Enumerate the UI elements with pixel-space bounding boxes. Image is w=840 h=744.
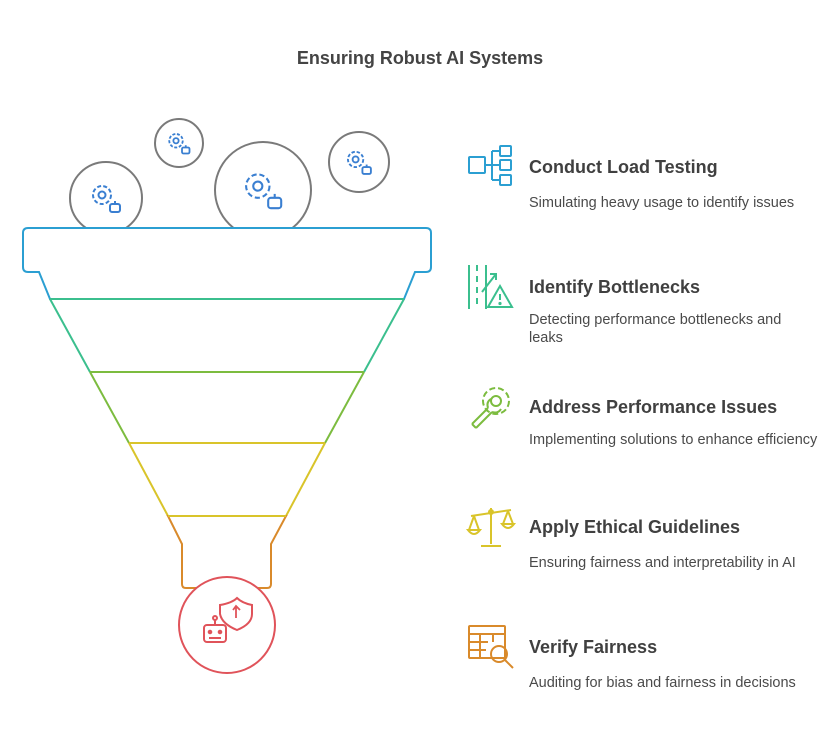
bubble-large: [214, 141, 312, 239]
step-desc-fairness: Auditing for bias and fairness in decisi…: [529, 675, 796, 691]
road-warning-icon: [468, 265, 514, 309]
gear-robot-icon: [245, 173, 283, 210]
gear-robot-icon: [168, 133, 191, 155]
step-title-bottlenecks: Identify Bottlenecks: [529, 277, 701, 297]
step-title-fairness: Verify Fairness: [529, 637, 658, 657]
output-circle: [178, 576, 276, 674]
step-desc-ethical: Ensuring fairness and interpretability i…: [529, 555, 796, 571]
step-title-ethical: Apply Ethical Guidelines: [529, 517, 741, 537]
funnel-rim: [22, 227, 432, 300]
balance-scale-icon: [466, 508, 516, 547]
step-title-performance: Address Performance Issues: [529, 397, 778, 417]
robot-shield-icon: [203, 596, 253, 643]
gear-robot-icon: [347, 150, 372, 175]
bubble-small-right: [328, 131, 390, 193]
table-search-icon: [468, 625, 514, 669]
step-desc-performance: Implementing solutions to enhance effici…: [529, 432, 818, 448]
gear-robot-icon: [92, 185, 121, 213]
bubble-tiny: [154, 118, 204, 168]
step-desc-load-testing: Simulating heavy usage to identify issue…: [529, 195, 795, 211]
step-title-load-testing: Conduct Load Testing: [529, 157, 718, 177]
step-desc-bottlenecks: Detecting performance bottlenecks and le…: [529, 312, 782, 346]
network-diagram-icon: [468, 145, 512, 186]
page-title: Ensuring Robust AI Systems: [296, 48, 544, 68]
bubble-small-left: [69, 161, 143, 235]
gear-wrench-icon: [471, 387, 510, 429]
funnel-band-2: [50, 299, 404, 372]
funnel-spout: [166, 515, 288, 589]
